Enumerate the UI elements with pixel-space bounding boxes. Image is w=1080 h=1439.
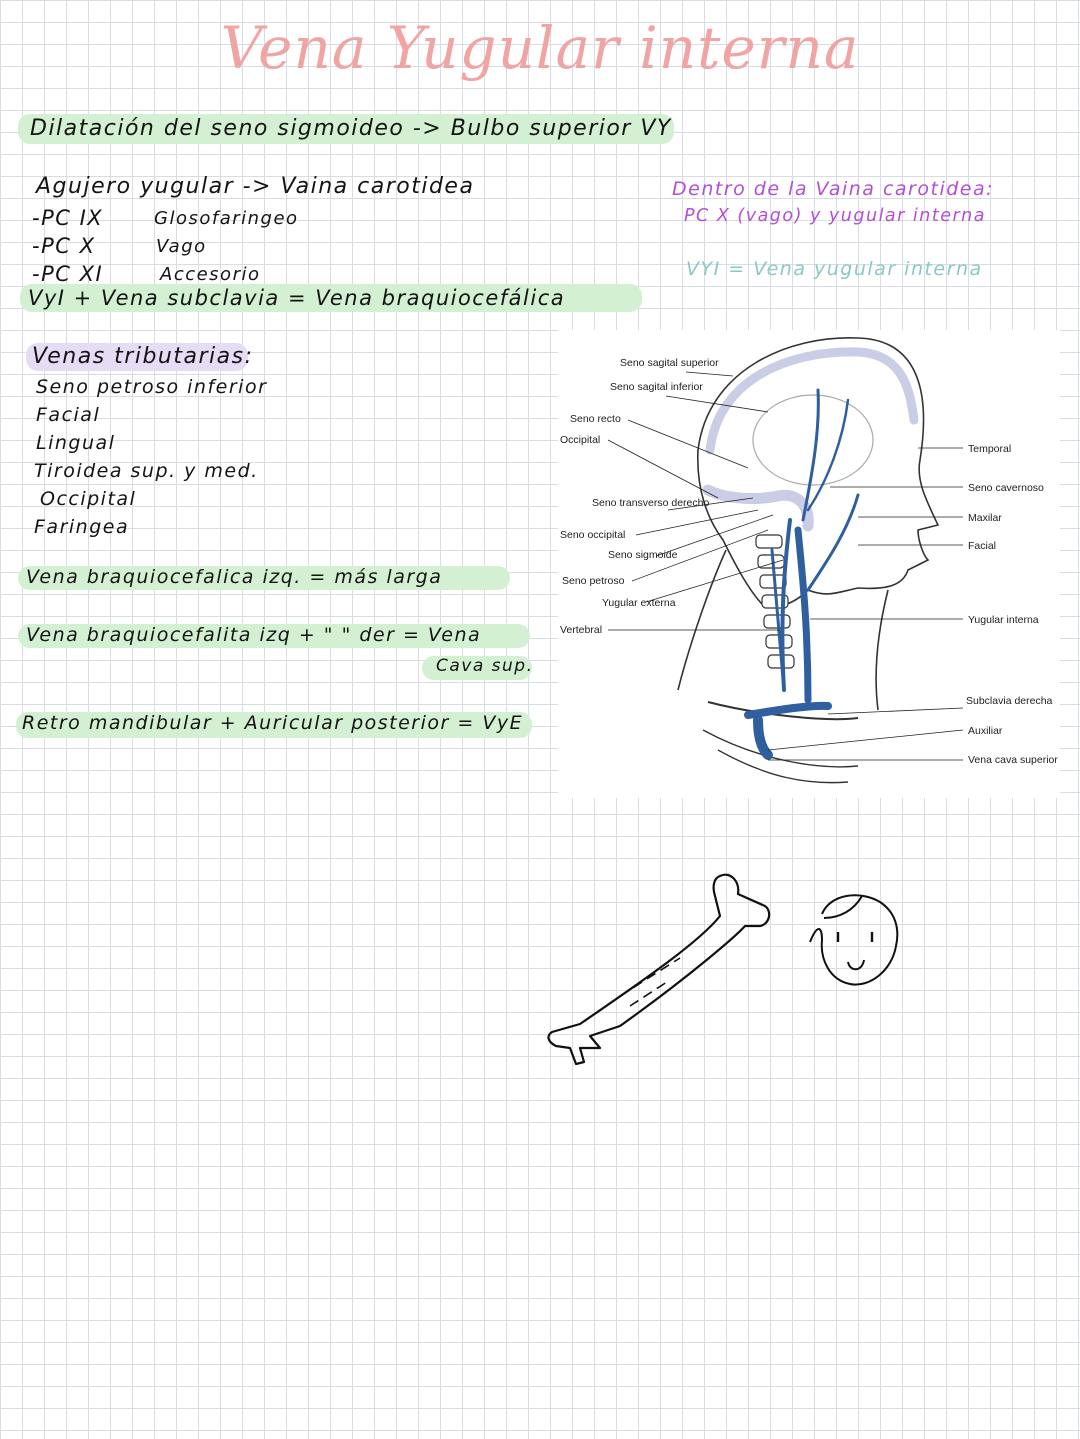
note-brachio-eq: VyI + Vena subclavia = Vena braquiocefál… xyxy=(28,286,566,310)
tributary-item: Tiroidea sup. y med. xyxy=(34,460,259,482)
highlight-svc xyxy=(18,624,530,648)
label-vertebral: Vertebral xyxy=(560,624,602,636)
note-svc-part2: Cava sup. xyxy=(436,656,534,676)
abbrev-vyi: VYI = Vena yugular interna xyxy=(686,258,983,280)
svc xyxy=(753,715,773,760)
highlight-left-longer xyxy=(18,566,510,590)
label-seno-sagital-superior: Seno sagital superior xyxy=(620,357,719,369)
diagram-svg: Seno sagital superior Seno sagital infer… xyxy=(560,337,1058,784)
label-temporal: Temporal xyxy=(968,443,1011,455)
label-yugular-interna: Yugular interna xyxy=(968,614,1039,626)
label-yugular-externa: Yugular externa xyxy=(602,597,676,609)
label-facial: Facial xyxy=(968,540,996,552)
foramen-heading: Agujero yugular -> Vaina carotidea xyxy=(36,174,475,199)
highlight-vye xyxy=(16,712,532,738)
page-title: Vena Yugular interna xyxy=(220,14,860,82)
label-maxilar: Maxilar xyxy=(968,512,1002,524)
label-occipital: Occipital xyxy=(560,434,600,446)
label-seno-transverso: Seno transverso derecho xyxy=(592,497,709,509)
clavicle xyxy=(707,701,859,721)
nerve-name-11: Accesorio xyxy=(160,264,261,285)
nerve-name-10: Vago xyxy=(156,236,207,257)
highlight-svc2 xyxy=(422,656,532,680)
nerve-code-10: -PC X xyxy=(32,234,96,258)
facial-vein xyxy=(806,493,860,592)
label-subclavia-derecha: Subclavia derecha xyxy=(966,695,1053,707)
note-svc-part1: Vena braquiocefalita izq + " " der = Ven… xyxy=(26,624,482,646)
vertebral-vein xyxy=(770,548,786,692)
label-auxiliar: Auxiliar xyxy=(968,725,1003,737)
label-seno-recto: Seno recto xyxy=(570,413,621,425)
skull-outline xyxy=(697,337,940,608)
label-vena-cava-superior: Vena cava superior xyxy=(968,754,1058,766)
sinus-sagittal xyxy=(705,347,919,455)
nerve-code-11: -PC XI xyxy=(32,262,104,286)
temporal-vein xyxy=(801,388,820,522)
sheath-line1: Dentro de la Vaina carotidea: xyxy=(672,178,995,200)
note-left-longer: Vena braquiocefalica izq. = más larga xyxy=(26,566,443,588)
tributary-item: Facial xyxy=(36,404,101,426)
highlight-brachio xyxy=(20,284,642,312)
label-seno-occipital: Seno occipital xyxy=(560,529,625,541)
bone-sketch xyxy=(547,873,771,1066)
vein-network xyxy=(744,388,860,760)
sheath-line2: PC X (vago) y yugular interna xyxy=(684,206,987,226)
ribs xyxy=(702,729,859,784)
diagram-labels-left: Seno sagital superior Seno sagital infer… xyxy=(560,357,719,636)
face-sketch xyxy=(809,894,899,986)
highlight-bulbo xyxy=(18,114,674,144)
nerve-code-9: -PC IX xyxy=(32,206,104,230)
brain-lobe xyxy=(752,394,874,486)
tributaries-heading: Venas tributarias: xyxy=(32,344,254,369)
note-vye: Retro mandibular + Auricular posterior =… xyxy=(22,712,524,734)
nerve-name-9: Glosofaringeo xyxy=(154,208,299,229)
label-seno-cavernoso: Seno cavernoso xyxy=(968,482,1044,494)
note-bulbo: Dilatación del seno sigmoideo -> Bulbo s… xyxy=(30,116,672,141)
neck-outline xyxy=(677,549,889,711)
temporal-branch xyxy=(806,398,850,512)
label-seno-sigmoide: Seno sigmoide xyxy=(608,549,678,561)
label-seno-petroso: Seno petroso xyxy=(562,575,625,587)
tributary-item: Lingual xyxy=(36,432,116,454)
internal-jugular xyxy=(794,526,812,704)
tributary-item: Seno petroso inferior xyxy=(36,376,268,398)
leader-lines xyxy=(607,371,964,761)
tributary-item: Occipital xyxy=(40,488,137,510)
tributary-item: Faringea xyxy=(34,516,130,538)
jugular-diagram: Seno sagital superior Seno sagital infer… xyxy=(558,330,1060,798)
highlight-tributaries xyxy=(26,343,248,371)
diagram-labels-right: Temporal Seno cavernoso Maxilar Facial Y… xyxy=(966,443,1058,766)
label-seno-sagital-inferior: Seno sagital inferior xyxy=(610,381,703,393)
subclavian-vein xyxy=(744,701,832,719)
